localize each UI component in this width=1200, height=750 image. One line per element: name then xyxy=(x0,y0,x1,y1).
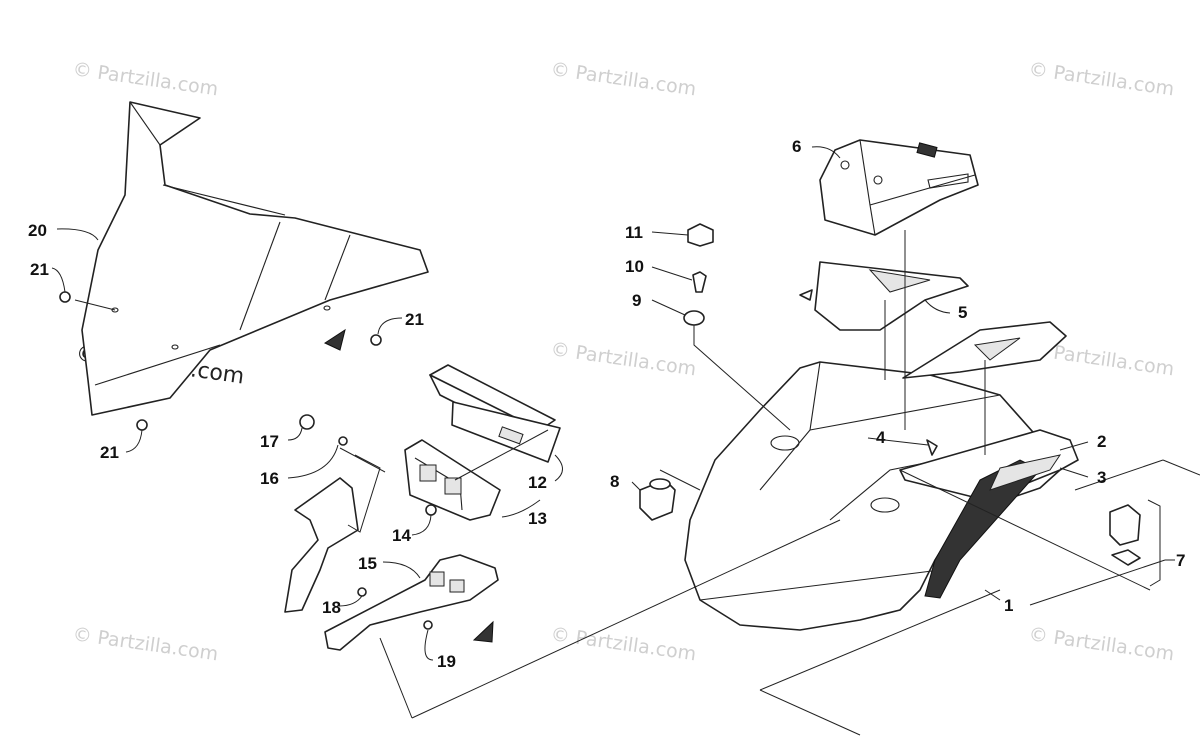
side-panel-part xyxy=(899,429,1079,599)
direction-arrows xyxy=(323,328,494,643)
watermark: © Partzilla.com xyxy=(549,58,697,100)
callout-21: 21 xyxy=(30,260,49,279)
storage-box-part xyxy=(819,139,979,236)
callout-13: 13 xyxy=(528,509,547,528)
watermark: © Partzilla.com xyxy=(1027,623,1175,665)
callout-9: 9 xyxy=(632,291,641,310)
callout-12: 12 xyxy=(528,473,547,492)
watermark: © Partzilla.com xyxy=(71,623,219,665)
callout-10: 10 xyxy=(625,257,644,276)
hood-part xyxy=(684,361,1061,631)
callout-3: 3 xyxy=(1097,468,1106,487)
callout-8: 8 xyxy=(610,472,619,491)
callout-14: 14 xyxy=(392,526,411,545)
callout-17: 17 xyxy=(260,432,279,451)
watermark: © Partzilla.com xyxy=(71,58,219,100)
leader-lines xyxy=(51,146,1200,736)
callout-15: 15 xyxy=(358,554,377,573)
switch-part xyxy=(639,478,676,521)
lens-part xyxy=(799,261,1067,379)
screw-part xyxy=(59,291,382,431)
callout-labels: 1 2 3 4 5 6 7 8 9 10 11 12 13 14 15 16 1… xyxy=(28,137,1185,671)
watermark: © Partzilla.com xyxy=(1027,58,1175,100)
windshield-part xyxy=(81,101,429,416)
callout-5: 5 xyxy=(958,303,967,322)
callout-21: 21 xyxy=(405,310,424,329)
key-switch-part xyxy=(683,223,714,326)
callout-2: 2 xyxy=(1097,432,1106,451)
screw-part xyxy=(926,439,938,456)
watermark: © Partzilla.com xyxy=(549,338,697,380)
socket-part xyxy=(1109,504,1141,566)
callout-1: 1 xyxy=(1004,596,1013,615)
callout-21: 21 xyxy=(100,443,119,462)
callout-11: 11 xyxy=(625,223,643,242)
callout-7: 7 xyxy=(1176,551,1185,570)
callout-6: 6 xyxy=(792,137,801,156)
callout-16: 16 xyxy=(260,469,279,488)
callout-20: 20 xyxy=(28,221,47,240)
callout-4: 4 xyxy=(876,428,886,447)
mounting-bracket-part xyxy=(284,414,499,651)
gauge-bracket-part xyxy=(404,439,501,521)
callout-19: 19 xyxy=(437,652,456,671)
callout-18: 18 xyxy=(322,598,341,617)
gauge-part xyxy=(429,364,561,463)
